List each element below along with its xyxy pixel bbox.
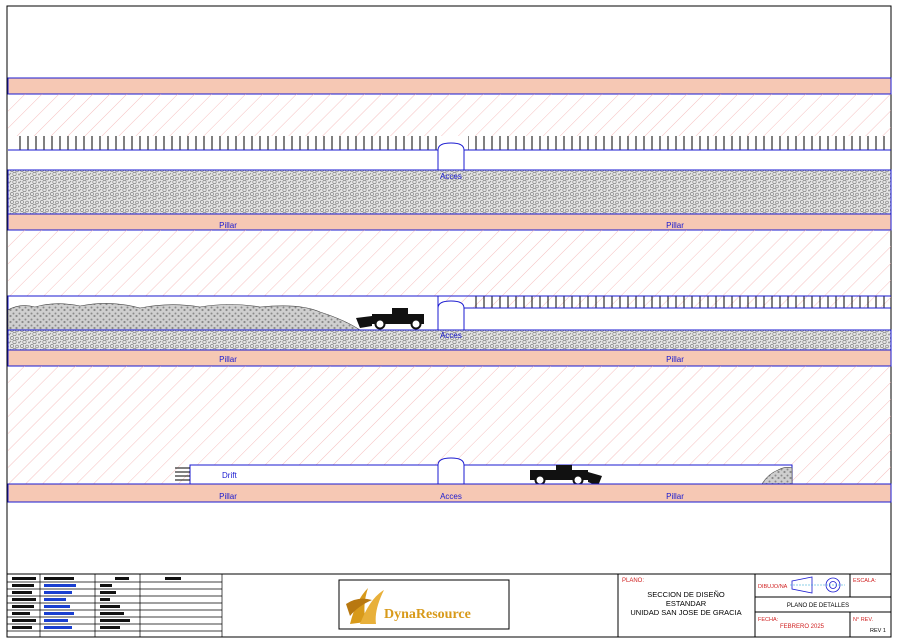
fecha-label: FECHA: (758, 617, 779, 623)
plano-label: PLANO: (622, 578, 644, 584)
access-arch (437, 142, 465, 170)
pillar-band (7, 483, 892, 503)
broken-ore-pile (7, 303, 361, 331)
company-logo: DynaResource (346, 588, 471, 624)
roof-bolts-left (14, 136, 438, 150)
loader-vehicle (530, 465, 602, 486)
logo-text: DynaResource (384, 607, 471, 622)
access-arch (437, 300, 465, 330)
fecha-value: FEBRERO 2025 (780, 624, 825, 630)
section-2: Acces Pillar Pillar (7, 230, 892, 367)
drift-label: Drift (222, 471, 237, 480)
access-arch (437, 457, 465, 484)
acces-label: Acces (440, 331, 462, 340)
drift-face-marks (175, 467, 190, 481)
backfill-gravel (7, 169, 892, 215)
title-block: DynaResource PLANO: SECCION DE DISEÑO ES… (6, 573, 892, 638)
pillar-label: Pillar (666, 492, 684, 501)
loader-vehicle (356, 308, 424, 330)
roof-bolts-right (468, 136, 891, 150)
escala-label: ESCALA: (853, 578, 877, 584)
rock-hatch (8, 94, 891, 136)
pillar-band (7, 349, 892, 367)
top-pillar-band (7, 77, 892, 95)
pillar-label: Pillar (219, 221, 237, 230)
pillar-band (7, 213, 892, 231)
pillar-label: Pillar (666, 355, 684, 364)
plano-line-1: SECCION DE DISEÑO (647, 590, 725, 599)
rev-label: N° REV. (853, 617, 874, 623)
section-1: Acces Pillar Pillar (7, 77, 892, 231)
acces-label: Acces (440, 492, 462, 501)
projection-symbol-icon (790, 576, 845, 594)
acces-label: Acces (440, 172, 462, 181)
pillar-label: Pillar (219, 355, 237, 364)
pillar-label: Pillar (219, 492, 237, 501)
section-3: Drift Acces Pillar Pillar (7, 366, 892, 503)
redacted-entries (12, 577, 181, 629)
broken-ore-pile (761, 467, 793, 485)
plano-line-2: ESTANDAR (666, 599, 707, 608)
rock-hatch (8, 230, 891, 296)
pillar-label: Pillar (666, 221, 684, 230)
dibujo-label: DIBUJO/NA (758, 584, 788, 590)
drawing-name: PLANO DE DETALLES (787, 603, 849, 609)
drift-opening (189, 464, 793, 485)
roof-bolts (470, 296, 891, 308)
revision-table (7, 574, 223, 637)
rev-value: REV 1 (870, 628, 886, 634)
plano-line-3: UNIDAD SAN JOSE DE GRACIA (630, 608, 741, 617)
